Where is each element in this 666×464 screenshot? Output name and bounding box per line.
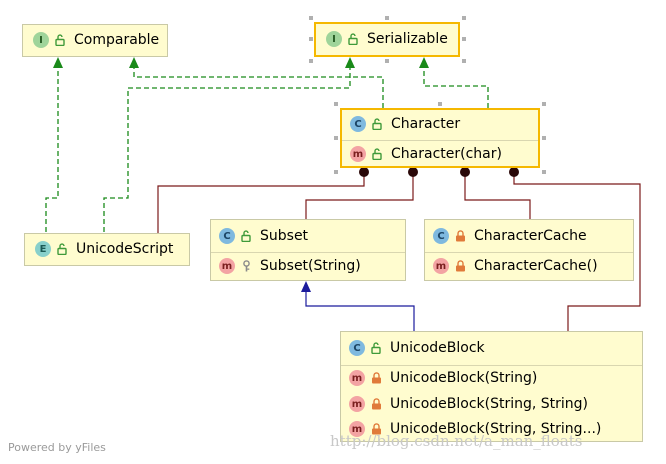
node-title: Subset <box>260 228 309 244</box>
node-serializable[interactable]: I Serializable <box>314 22 460 57</box>
selection-handle[interactable] <box>385 59 389 63</box>
node-title: CharacterCache <box>474 228 587 244</box>
member-label: UnicodeBlock(String, String) <box>390 396 589 412</box>
member-row[interactable]: m UnicodeBlock(String) <box>349 370 642 386</box>
divider <box>211 252 405 253</box>
selection-handle[interactable] <box>542 136 546 140</box>
selection-handle[interactable] <box>334 170 338 174</box>
node-title: Comparable <box>74 32 160 48</box>
selection-handle[interactable] <box>462 37 466 41</box>
edge-unicodescript-implements-serializable <box>103 57 355 232</box>
node-title: UnicodeScript <box>76 241 174 257</box>
node-comparable[interactable]: I Comparable <box>22 24 168 57</box>
public-visibility-icon <box>55 34 65 46</box>
class-icon: C <box>433 228 449 244</box>
member-label: CharacterCache() <box>474 258 598 274</box>
edge-character-implements-comparable <box>129 57 384 108</box>
edge-character-inner-unicodeblock <box>509 167 641 331</box>
edge-unicodeblock-extends-subset <box>301 281 415 331</box>
edge-character-inner-unicodescript <box>157 167 369 233</box>
node-title: Serializable <box>367 31 448 47</box>
edge-character-implements-serializable <box>419 57 489 108</box>
protected-visibility-icon <box>243 260 250 272</box>
selection-handle[interactable] <box>385 16 389 20</box>
private-visibility-icon <box>456 260 465 272</box>
class-icon: C <box>350 116 366 132</box>
selection-handle[interactable] <box>334 136 338 140</box>
node-title: Character <box>391 116 461 132</box>
public-visibility-icon <box>371 342 381 354</box>
node-unicodescript[interactable]: E UnicodeScript <box>24 233 190 266</box>
method-icon: m <box>433 258 449 274</box>
member-label: Character(char) <box>391 146 502 162</box>
method-icon: m <box>349 396 365 412</box>
member-row[interactable]: m UnicodeBlock(String, String...) <box>349 421 642 437</box>
selection-handle[interactable] <box>542 102 546 106</box>
member-row[interactable]: m UnicodeBlock(String, String) <box>349 396 642 412</box>
selection-handle[interactable] <box>309 59 313 63</box>
method-icon: m <box>350 146 366 162</box>
class-icon: C <box>219 228 235 244</box>
selection-handle[interactable] <box>462 59 466 63</box>
selection-handle[interactable] <box>438 102 442 106</box>
enum-icon: E <box>35 241 51 257</box>
selection-handle[interactable] <box>542 170 546 174</box>
edge-character-inner-subset <box>305 167 418 219</box>
member-label: UnicodeBlock(String, String...) <box>390 421 602 437</box>
interface-icon: I <box>33 32 49 48</box>
selection-handle[interactable] <box>309 16 313 20</box>
private-visibility-icon <box>372 423 381 435</box>
member-row[interactable]: m Character(char) <box>350 146 538 162</box>
divider <box>341 365 642 366</box>
member-row[interactable]: m Subset(String) <box>219 258 405 274</box>
member-label: Subset(String) <box>260 258 361 274</box>
edge-unicodescript-implements-comparable <box>45 57 63 232</box>
selection-handle[interactable] <box>334 102 338 106</box>
interface-icon: I <box>326 31 342 47</box>
private-visibility-icon <box>372 372 381 384</box>
divider <box>342 140 538 141</box>
divider <box>425 252 633 253</box>
private-visibility-icon <box>372 398 381 410</box>
member-row[interactable]: m CharacterCache() <box>433 258 633 274</box>
watermark-text: http://blog.csdn.net/a_man_floats <box>330 432 583 450</box>
method-icon: m <box>349 421 365 437</box>
member-label: UnicodeBlock(String) <box>390 370 538 386</box>
node-charactercache[interactable]: C CharacterCache m CharacterCache() <box>424 219 634 281</box>
selection-handle[interactable] <box>462 16 466 20</box>
powered-by-label: Powered by yFiles <box>8 441 106 454</box>
private-visibility-icon <box>456 230 465 242</box>
node-unicodeblock[interactable]: C UnicodeBlock m UnicodeBlock(String) m … <box>340 331 643 442</box>
class-icon: C <box>349 340 365 356</box>
method-icon: m <box>219 258 235 274</box>
public-visibility-icon <box>372 148 382 160</box>
public-visibility-icon <box>372 118 382 130</box>
public-visibility-icon <box>348 33 358 45</box>
edge-character-inner-charactercache <box>460 167 531 219</box>
node-subset[interactable]: C Subset m Subset(String) <box>210 219 406 281</box>
selection-handle[interactable] <box>309 37 313 41</box>
node-title: UnicodeBlock <box>390 340 485 356</box>
public-visibility-icon <box>241 230 251 242</box>
public-visibility-icon <box>57 243 67 255</box>
node-character[interactable]: C Character m Character(char) <box>340 108 540 168</box>
method-icon: m <box>349 370 365 386</box>
